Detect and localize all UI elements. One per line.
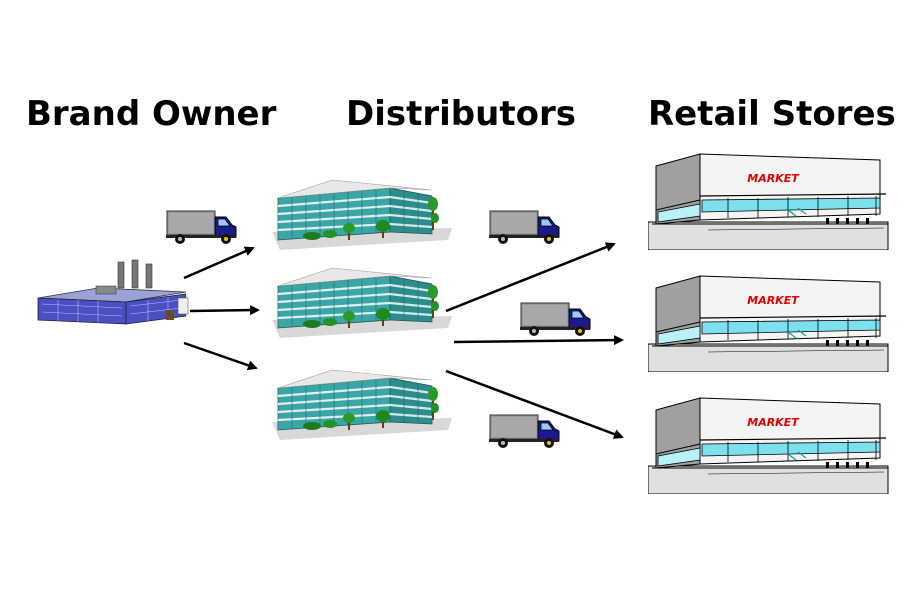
store-sign: MARKET	[747, 416, 800, 429]
arrows-brand-to-distributors	[183, 246, 260, 371]
truck-icon	[520, 302, 591, 337]
distributors-heading: Distributors	[346, 94, 576, 134]
arrow-to-store-3	[445, 369, 624, 439]
market-store-icon: MARKET	[648, 397, 889, 494]
factory-icon	[37, 259, 189, 325]
office-building-icon	[272, 368, 452, 440]
truck-icon	[166, 210, 237, 245]
arrow-to-distributor-2	[189, 305, 260, 316]
market-store-icon: MARKET	[648, 153, 889, 250]
retail-stores-heading: Retail Stores	[648, 94, 896, 134]
arrow-to-store-2	[453, 335, 624, 346]
arrows-distributors-to-stores	[445, 242, 624, 439]
arrow-to-store-1	[445, 242, 616, 313]
office-building-icon	[272, 178, 452, 250]
store-sign: MARKET	[747, 294, 800, 307]
truck-icon	[489, 210, 560, 245]
market-store-icon: MARKET	[648, 275, 889, 372]
arrow-to-distributor-1	[183, 246, 255, 280]
store-sign: MARKET	[747, 172, 800, 185]
arrow-to-distributor-3	[183, 341, 258, 371]
brand-owner-heading: Brand Owner	[26, 94, 277, 134]
truck-icon	[489, 414, 560, 449]
office-building-icon	[272, 266, 452, 338]
